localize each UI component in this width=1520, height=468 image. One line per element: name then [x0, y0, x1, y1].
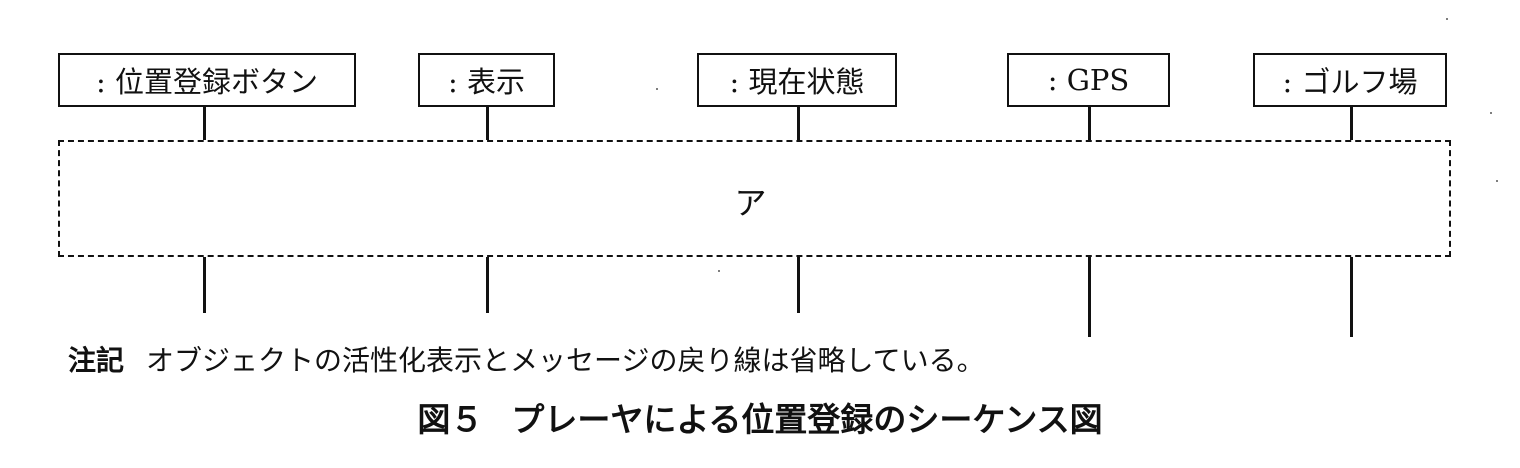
figure-caption: 図５ プレーヤによる位置登録のシーケンス図	[0, 393, 1520, 441]
scan-speck	[1446, 18, 1448, 20]
note: 注記オブジェクトの活性化表示とメッセージの戻り線は省略している。	[68, 339, 985, 379]
scan-speck	[1496, 180, 1498, 182]
blank-fragment-a: ア	[58, 140, 1451, 257]
object-current-state: : 現在状態	[697, 53, 897, 107]
scan-speck	[656, 88, 658, 90]
figure-title: プレーヤによる位置登録のシーケンス図	[511, 400, 1103, 439]
fragment-label: ア	[734, 183, 767, 222]
scan-speck	[1490, 112, 1492, 114]
note-heading: 注記	[68, 344, 125, 377]
object-golf-course: : ゴルフ場	[1253, 53, 1447, 107]
figure-number: 図５	[417, 400, 484, 439]
object-display: : 表示	[418, 53, 555, 107]
note-text: オブジェクトの活性化表示とメッセージの戻り線は省略している。	[146, 344, 985, 377]
object-position-button: : 位置登録ボタン	[58, 53, 356, 107]
scan-speck	[718, 270, 720, 272]
object-gps: : GPS	[1007, 53, 1170, 107]
